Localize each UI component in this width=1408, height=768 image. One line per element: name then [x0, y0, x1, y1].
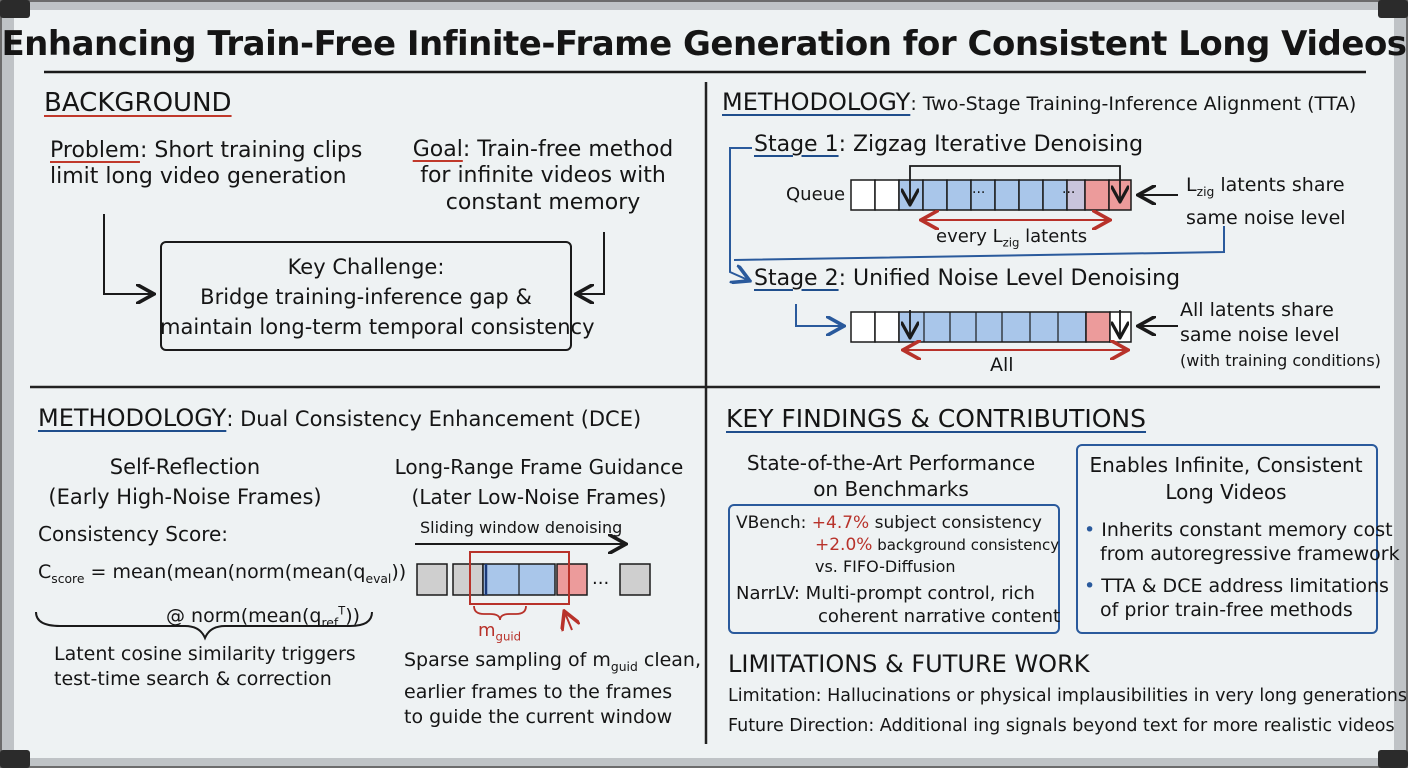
frames-dots: ... [592, 568, 610, 589]
stage1-label: Stage 1: Zigzag Iterative Denoising [754, 132, 1144, 157]
queue-stage1 [850, 179, 1132, 211]
latent-cosine-text: Latent cosine similarity triggers test-t… [54, 643, 356, 690]
future-text: Future Direction: Additional ing signals… [728, 716, 1395, 736]
every-lzig-label: every Lzig latents [936, 226, 1088, 250]
sliding-window-label: Sliding window denoising [420, 518, 623, 537]
infinite-videos-box [1076, 444, 1378, 634]
all-note: All latents share same noise level (with… [1180, 299, 1381, 370]
page-title: Enhancing Train-Free Infinite-Frame Gene… [1, 24, 1407, 64]
benchmark-box [728, 504, 1060, 634]
infinite-videos-title: Enables Infinite, Consistent Long Videos [1089, 453, 1363, 504]
queue-stage2 [850, 311, 1132, 343]
dce-heading: METHODOLOGY: Dual Consistency Enhancemen… [38, 404, 642, 432]
queue-label: Queue [786, 184, 846, 205]
self-reflection-title: Self-Reflection (Early High-Noise Frames… [48, 455, 322, 509]
sliding-window-frames [416, 563, 651, 596]
consistency-formula: Cscore = mean(mean(norm(mean(qeval)) @ n… [38, 561, 407, 630]
background-heading: BACKGROUND [44, 88, 232, 118]
vbench-text: VBench: +4.7% subject consistency +2.0% … [736, 513, 1060, 576]
goal-text: Goal: Train-free method for infinite vid… [412, 137, 674, 215]
mguid-label: mguid [478, 620, 522, 644]
sparse-sampling-text: Sparse sampling of mguid clean, earlier … [404, 649, 702, 728]
problem-text: Problem: Short training clips limit long… [50, 138, 363, 190]
dots-2: ... [1062, 181, 1076, 197]
narrlv-text: NarrLV: Multi-prompt control, rich coher… [736, 583, 1061, 627]
limitations-heading: LIMITATIONS & FUTURE WORK [728, 650, 1090, 678]
all-label: All [990, 354, 1014, 376]
dots-1: ... [972, 181, 986, 197]
findings-heading: KEY FINDINGS & CONTRIBUTIONS [726, 404, 1147, 433]
key-challenge-box [160, 241, 572, 351]
sota-title: State-of-the-Art Performance on Benchmar… [746, 451, 1036, 501]
stage2-label: Stage 2: Unified Noise Level Denoising [754, 266, 1181, 291]
limitation-text: Limitation: Hallucinations or physical i… [728, 686, 1407, 706]
key-challenge-text: Key Challenge: Bridge training-inference… [160, 255, 595, 339]
frame-guidance-title: Long-Range Frame Guidance (Later Low-Noi… [394, 455, 684, 509]
consistency-score-label: Consistency Score: [38, 522, 229, 546]
lzig-note: Lzig latents share same noise level [1186, 174, 1346, 229]
tta-heading: METHODOLOGY: Two-Stage Training-Inferenc… [722, 88, 1357, 116]
